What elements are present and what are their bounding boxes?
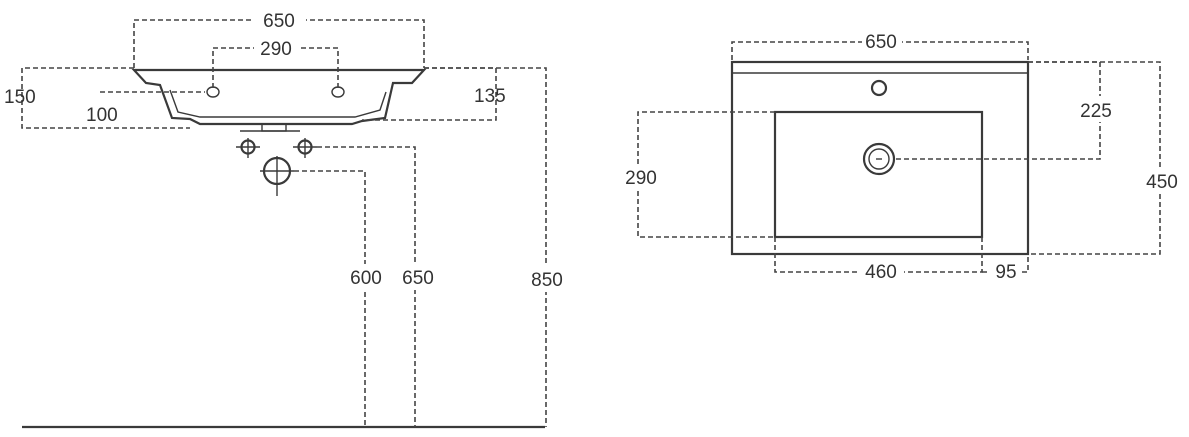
top-bowl-width-label: 460 bbox=[865, 262, 897, 283]
top-drain-outer-icon bbox=[862, 142, 896, 176]
side-tap-spacing-dimension bbox=[212, 47, 339, 88]
top-depth-label: 450 bbox=[1146, 172, 1178, 193]
side-mounting-height-label: 850 bbox=[531, 270, 563, 291]
side-drain-height-650-dimension bbox=[317, 146, 416, 427]
side-drain-height-600-dimension bbox=[294, 170, 366, 427]
top-right-margin-label: 95 bbox=[995, 262, 1016, 283]
side-width-label: 650 bbox=[263, 11, 295, 32]
side-view: 650 290 150 100 135 600 650 850 bbox=[4, 8, 568, 429]
side-right-height-label: 135 bbox=[474, 86, 506, 107]
side-drain-height-600-label: 600 bbox=[350, 268, 382, 289]
basin-profile bbox=[131, 68, 427, 126]
side-drain-height-650-label: 650 bbox=[402, 268, 434, 289]
top-view: 650 225 290 450 460 95 bbox=[620, 30, 1184, 283]
top-bowl-depth-label: 290 bbox=[625, 168, 657, 189]
top-tap-to-drain-dimension bbox=[894, 61, 1101, 160]
top-right-margin-dimension bbox=[982, 254, 1029, 273]
top-drain-inner-icon bbox=[868, 148, 890, 170]
top-outer-body bbox=[730, 60, 1030, 256]
side-tap-spacing-label: 290 bbox=[260, 39, 292, 60]
connection-crosshairs bbox=[236, 138, 317, 196]
side-basin-depth-label: 100 bbox=[86, 105, 118, 126]
side-left-height-label: 150 bbox=[4, 87, 36, 108]
side-mounting-height-dimension bbox=[424, 67, 547, 427]
top-depth-dimension bbox=[1028, 61, 1161, 255]
top-width-label: 650 bbox=[865, 32, 897, 53]
top-tap-hole-icon bbox=[870, 79, 888, 97]
side-left-height-dimension bbox=[21, 67, 190, 129]
top-width-dimension bbox=[731, 41, 1029, 60]
right-tap-hole-icon bbox=[331, 86, 345, 98]
top-tap-to-drain-label: 225 bbox=[1080, 101, 1112, 122]
basin-bowl-inner bbox=[169, 89, 387, 118]
top-bowl bbox=[773, 110, 984, 239]
left-tap-hole-icon bbox=[206, 86, 220, 98]
top-bowl-depth-dimension bbox=[637, 111, 775, 238]
